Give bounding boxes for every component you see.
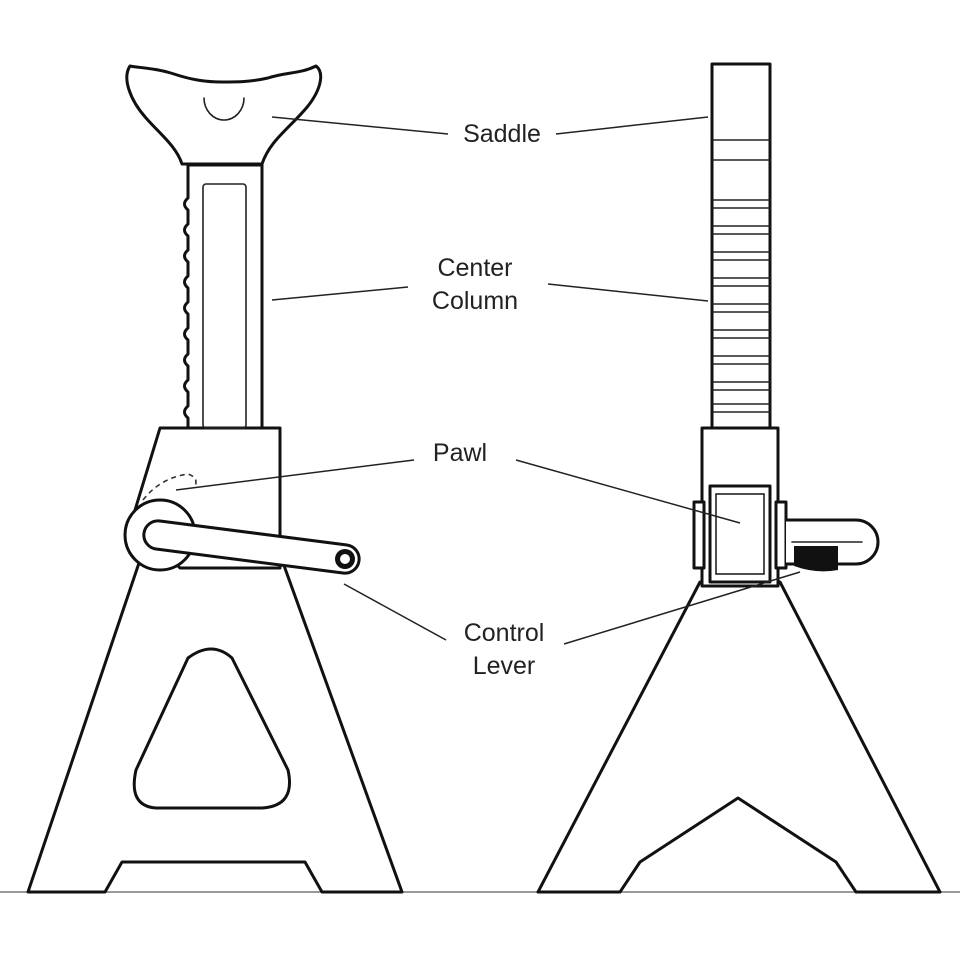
right-pawl-window — [708, 484, 772, 584]
left-saddle — [125, 64, 323, 166]
label-control-lever-line1: Control — [463, 619, 545, 647]
right-side-pin-right — [774, 500, 788, 570]
right-pawl — [715, 493, 765, 575]
leader-control-lever-left — [343, 583, 447, 641]
label-control-lever-line2: Lever — [472, 652, 536, 680]
left-saddle-notch — [203, 97, 245, 121]
label-center-column-line1: Center — [437, 254, 513, 282]
right-lever-grip — [794, 546, 838, 572]
left-pawl-hidden — [142, 473, 197, 501]
label-pawl: Pawl — [415, 437, 505, 470]
label-center-column-line2: Column — [431, 287, 519, 315]
leader-center-column-left — [271, 286, 409, 301]
leader-control-lever-right — [563, 571, 801, 645]
label-pawl-text: Pawl — [432, 439, 488, 467]
left-lever-end-cap-inner — [340, 554, 350, 564]
label-saddle: Saddle — [447, 118, 557, 151]
left-control-lever — [142, 519, 361, 575]
leader-center-column-right — [547, 283, 709, 302]
right-side-pin-left — [692, 500, 706, 570]
left-center-column — [183, 163, 264, 430]
leader-saddle-left — [271, 116, 449, 135]
leader-saddle-right — [555, 116, 709, 135]
left-a-frame-cutout — [132, 647, 291, 810]
right-jack-stand — [536, 62, 942, 894]
label-control-lever: Control Lever — [444, 617, 564, 683]
right-column-ribs — [711, 139, 771, 413]
label-center-column: Center Column — [410, 252, 540, 318]
leader-pawl-left — [175, 459, 415, 491]
right-a-frame — [536, 580, 942, 894]
left-column-slot — [202, 183, 247, 429]
label-saddle-text: Saddle — [463, 120, 541, 148]
right-center-column — [710, 62, 772, 430]
left-jack-stand — [26, 64, 404, 894]
leader-lines — [175, 116, 801, 645]
leader-pawl-right — [515, 459, 741, 524]
